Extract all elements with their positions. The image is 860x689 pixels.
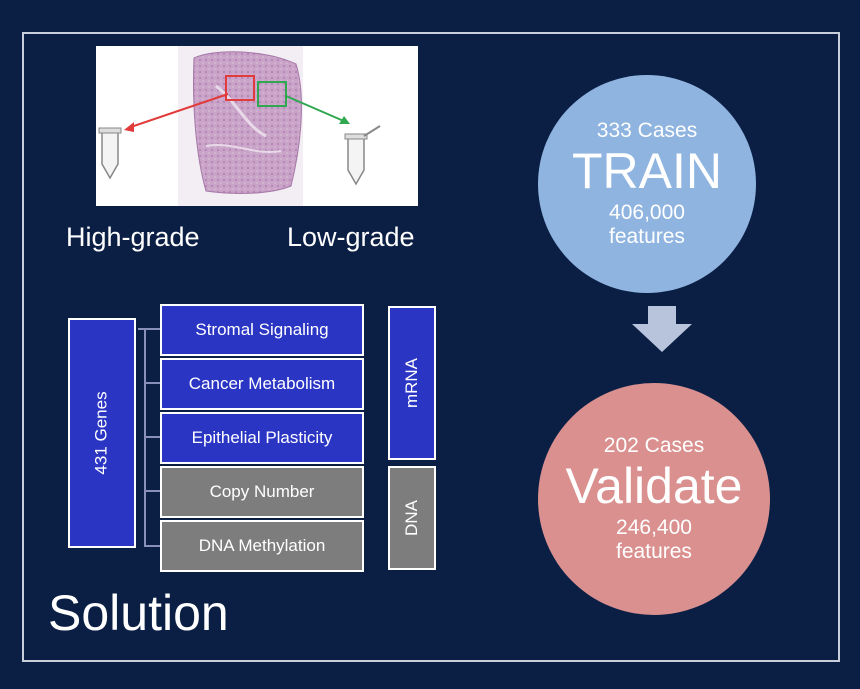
genes-box: 431 Genes [68, 318, 136, 548]
histology-image [96, 46, 418, 206]
connector [144, 382, 160, 384]
mrna-group-box: mRNA [388, 306, 436, 460]
down-arrow-icon [632, 306, 692, 352]
mrna-group-label: mRNA [402, 357, 421, 409]
test-tube-icon [98, 127, 122, 180]
validate-title: Validate [565, 457, 743, 514]
train-features-word: features [609, 225, 685, 249]
train-title: TRAIN [572, 142, 722, 199]
category-dna-methylation: DNA Methylation [160, 520, 364, 572]
train-cases: 333 Cases [596, 118, 698, 142]
connector [144, 545, 160, 547]
cropped-text-strip [0, 668, 860, 689]
low-grade-label: Low-grade [287, 222, 415, 252]
validate-features-word: features [616, 540, 692, 564]
histology-illustration [98, 46, 381, 206]
connector [144, 328, 160, 330]
train-circle: 333 Cases TRAIN 406,000 features [538, 75, 756, 293]
dna-group-label: DNA [402, 500, 421, 536]
solution-heading: Solution [48, 585, 229, 641]
high-grade-label: High-grade [66, 222, 200, 252]
train-features-count: 406,000 [609, 201, 685, 225]
validate-features-count: 246,400 [616, 516, 692, 540]
category-cancer-metabolism: Cancer Metabolism [160, 358, 364, 410]
content-frame [22, 32, 840, 662]
validate-circle: 202 Cases Validate 246,400 features [538, 383, 770, 615]
validate-cases: 202 Cases [603, 433, 705, 457]
category-epithelial-plasticity: Epithelial Plasticity [160, 412, 364, 464]
category-copy-number: Copy Number [160, 466, 364, 518]
connector [138, 328, 146, 330]
connector [144, 436, 160, 438]
connector [144, 490, 160, 492]
dna-group-box: DNA [388, 466, 436, 570]
test-tube-icon [344, 125, 381, 186]
genes-label: 431 Genes [92, 391, 111, 475]
category-stromal-signaling: Stromal Signaling [160, 304, 364, 356]
